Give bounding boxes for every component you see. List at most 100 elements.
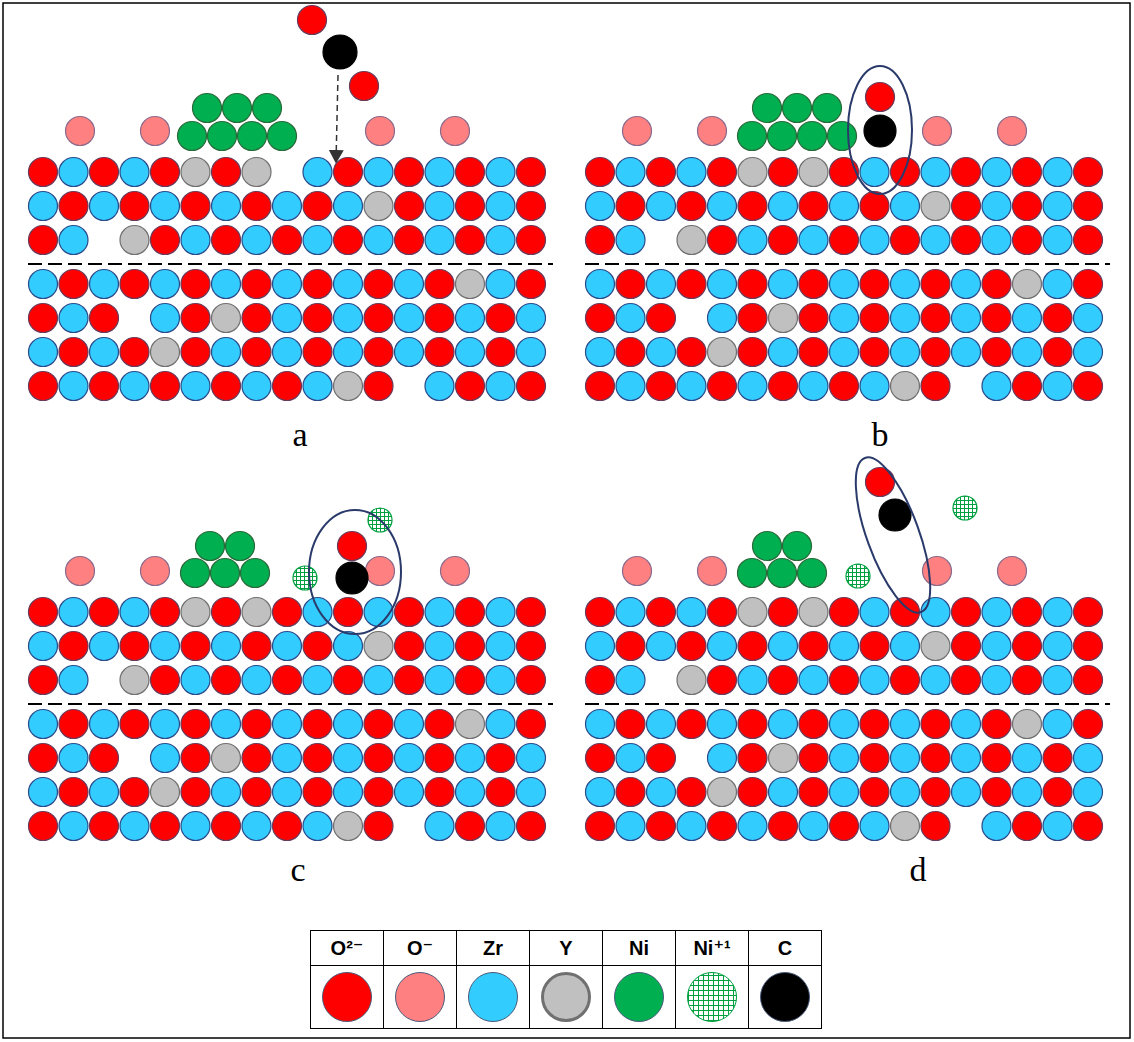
atom <box>151 192 180 221</box>
atom <box>364 710 393 739</box>
atom <box>708 158 737 187</box>
atom <box>586 666 615 695</box>
atom <box>90 632 119 661</box>
atom <box>486 158 515 187</box>
atom <box>586 372 615 401</box>
atom <box>866 83 895 112</box>
atom <box>647 192 676 221</box>
atom <box>982 778 1011 807</box>
atom <box>647 372 676 401</box>
atom <box>212 710 241 739</box>
atom <box>59 270 88 299</box>
atom <box>273 372 302 401</box>
atom <box>1013 744 1042 773</box>
lattice <box>586 158 1103 401</box>
atom <box>29 812 58 841</box>
atom <box>1013 226 1042 255</box>
frame <box>3 3 1130 1038</box>
lattice <box>29 158 546 401</box>
atom <box>799 338 828 367</box>
atom <box>738 192 767 221</box>
atom <box>456 192 485 221</box>
atom <box>181 304 210 333</box>
atom <box>456 270 485 299</box>
atom <box>441 117 470 146</box>
atom <box>486 338 515 367</box>
atom <box>921 744 950 773</box>
atom <box>181 192 210 221</box>
atom <box>364 666 393 695</box>
atom <box>456 304 485 333</box>
atom <box>586 632 615 661</box>
atom <box>120 192 149 221</box>
atom <box>293 566 317 590</box>
legend-swatch <box>322 972 372 1022</box>
atom <box>517 666 546 695</box>
atom <box>517 710 546 739</box>
highlight-ellipse <box>309 510 401 634</box>
legend-swatch <box>760 972 810 1022</box>
atom <box>303 632 332 661</box>
atom <box>616 158 645 187</box>
atom <box>120 632 149 661</box>
atom <box>921 338 950 367</box>
atom <box>783 94 812 123</box>
atom <box>586 192 615 221</box>
atom <box>364 372 393 401</box>
atom <box>860 158 889 187</box>
legend-swatch <box>395 972 445 1022</box>
highlight-ellipse <box>848 66 912 194</box>
atom <box>334 632 363 661</box>
atom <box>799 304 828 333</box>
atom <box>517 632 546 661</box>
atom <box>242 304 271 333</box>
atom <box>677 192 706 221</box>
legend-cell <box>457 966 530 1029</box>
atom <box>1013 598 1042 627</box>
atom <box>769 270 798 299</box>
atom <box>828 122 857 151</box>
atom <box>921 226 950 255</box>
atom <box>738 598 767 627</box>
atom <box>486 372 515 401</box>
atom <box>395 744 424 773</box>
panel-label: c <box>290 853 305 887</box>
atom <box>303 744 332 773</box>
atom <box>647 304 676 333</box>
atom <box>982 192 1011 221</box>
atom <box>364 632 393 661</box>
atom <box>366 557 395 586</box>
atom <box>334 338 363 367</box>
atom <box>879 499 911 531</box>
atom <box>120 158 149 187</box>
atom <box>338 532 367 561</box>
atom <box>769 632 798 661</box>
atom <box>517 304 546 333</box>
atom <box>921 632 950 661</box>
atom <box>768 559 797 588</box>
atom <box>860 270 889 299</box>
atom <box>90 710 119 739</box>
atom <box>891 304 920 333</box>
atom <box>59 158 88 187</box>
atom <box>273 778 302 807</box>
atom <box>616 304 645 333</box>
atom <box>151 778 180 807</box>
atom <box>1043 710 1072 739</box>
atom <box>799 598 828 627</box>
atom <box>860 778 889 807</box>
atom <box>708 226 737 255</box>
atom <box>952 226 981 255</box>
atom <box>364 338 393 367</box>
atom <box>212 778 241 807</box>
atom <box>1013 338 1042 367</box>
atom <box>677 666 706 695</box>
atom <box>799 778 828 807</box>
atom <box>891 226 920 255</box>
atom <box>953 496 977 520</box>
atom <box>677 778 706 807</box>
atom <box>517 158 546 187</box>
atom <box>90 192 119 221</box>
atom <box>517 812 546 841</box>
